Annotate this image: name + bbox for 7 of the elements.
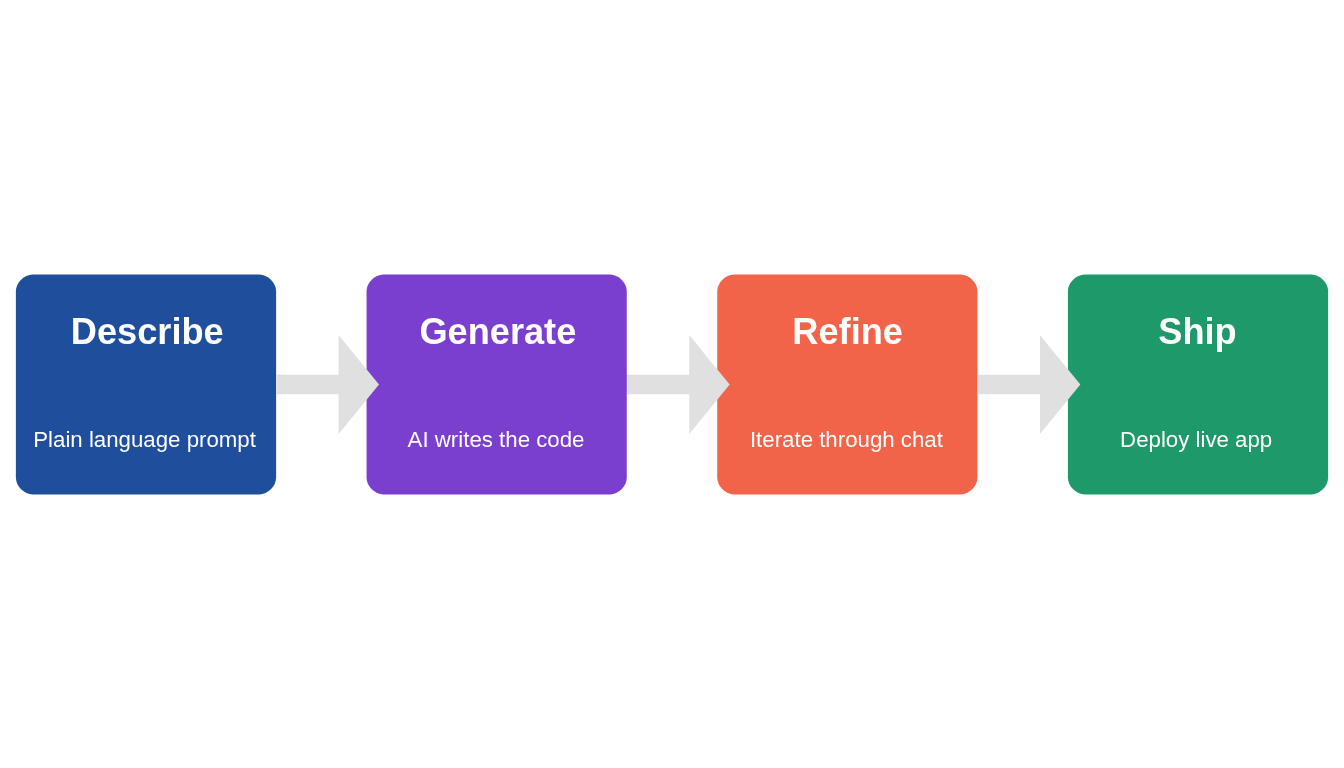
arrow	[276, 334, 379, 434]
node-box: Describe Plain language prompt	[15, 274, 277, 494]
arrow	[977, 334, 1081, 434]
node-box: Refine Iterate through chat	[717, 274, 978, 494]
node-box: Generate AI writes the code	[366, 274, 627, 494]
node-box: Ship Deploy live app	[1067, 274, 1329, 494]
arrow	[627, 334, 730, 434]
